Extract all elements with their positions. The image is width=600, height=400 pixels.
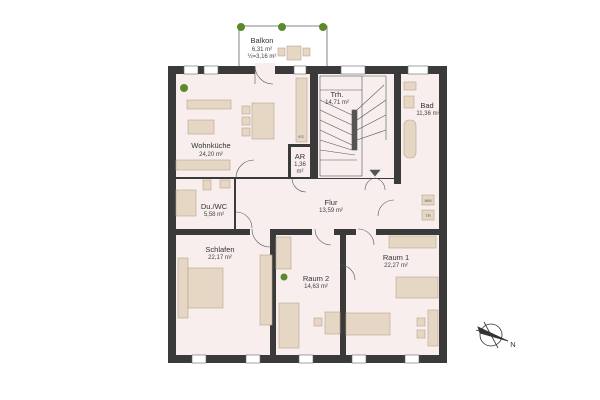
trh-name: Trh. (330, 90, 343, 99)
desk (427, 309, 439, 347)
bed (345, 312, 391, 336)
bad-area: 11,36 m² (416, 111, 439, 117)
balkon-name: Balkon (251, 36, 274, 45)
kitchen-counter (295, 77, 308, 143)
raum2-name: Raum 2 (303, 274, 329, 283)
wohnkueche-area: 24,20 m² (199, 152, 223, 158)
kitchen-island (251, 102, 275, 140)
fridge-label: KS (298, 134, 304, 139)
compass-north-label: N (510, 340, 515, 349)
bed (278, 302, 300, 349)
flur-name: Flur (325, 198, 338, 207)
plant-icon (319, 23, 327, 31)
schlafen-area: 22,17 m² (208, 255, 232, 261)
duwc-area: 5,58 m² (204, 212, 224, 218)
plant-icon (180, 84, 188, 92)
raum1-area: 22,27 m² (384, 263, 408, 269)
duwc-name: Du./WC (201, 202, 228, 211)
bed (187, 267, 224, 309)
shower (175, 189, 197, 217)
compass-icon (475, 321, 509, 349)
wohnkueche-name: Wohnküche (191, 141, 230, 150)
dryer-label: TR (425, 213, 430, 218)
sideboard (175, 159, 231, 171)
raum1-name: Raum 1 (383, 253, 409, 262)
bed (395, 276, 439, 299)
ar-unit: m² (297, 169, 304, 175)
trh-area: 14,71 m² (325, 100, 349, 106)
plant-icon (237, 23, 245, 31)
washer-label: WM (424, 198, 431, 203)
doors (235, 65, 395, 281)
plant-icon (278, 23, 286, 31)
furniture (175, 77, 439, 349)
balkon-area: 6,31 m² (252, 47, 272, 53)
ar-area: 1,36 (294, 162, 306, 168)
balkon-half-area: ½=3,16 m² (248, 53, 277, 60)
wardrobe (388, 235, 437, 249)
flur-area: 13,59 m² (319, 208, 343, 214)
bad-name: Bad (420, 101, 433, 110)
sofa (186, 99, 232, 110)
windows (183, 65, 429, 364)
coffee-table (187, 119, 215, 135)
balcony (237, 23, 328, 68)
bathtub (403, 119, 417, 159)
staircase (319, 75, 387, 177)
schlafen-name: Schlafen (205, 245, 234, 254)
wardrobe (259, 254, 273, 326)
ar-name: AR (295, 152, 306, 161)
plant-icon (280, 273, 288, 281)
raum2-area: 14,63 m² (304, 284, 328, 290)
desk (324, 311, 341, 335)
